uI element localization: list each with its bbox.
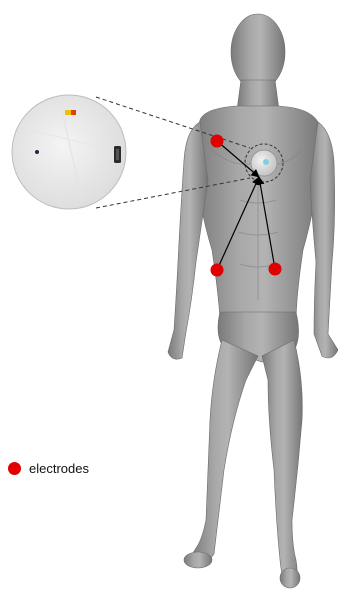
electrode-lower-left bbox=[211, 264, 224, 277]
left-leg bbox=[262, 340, 302, 586]
status-led-icon bbox=[65, 110, 76, 115]
neck bbox=[237, 80, 279, 110]
electrode-lower-right bbox=[269, 263, 282, 276]
usb-port-icon bbox=[114, 146, 121, 163]
right-leg bbox=[191, 340, 258, 566]
legend: electrodes bbox=[8, 458, 89, 478]
left-arm bbox=[310, 122, 338, 358]
legend-label: electrodes bbox=[29, 461, 89, 476]
right-arm bbox=[168, 122, 208, 359]
left-foot bbox=[280, 568, 300, 588]
right-foot bbox=[184, 552, 212, 568]
device-inset bbox=[12, 95, 126, 209]
electrode-legend-marker bbox=[8, 462, 21, 475]
human-body-figure bbox=[168, 14, 338, 588]
head bbox=[231, 14, 285, 90]
device-center-dot bbox=[263, 159, 269, 165]
button-dot-icon bbox=[35, 150, 39, 154]
electrode-upper-chest bbox=[211, 135, 224, 148]
